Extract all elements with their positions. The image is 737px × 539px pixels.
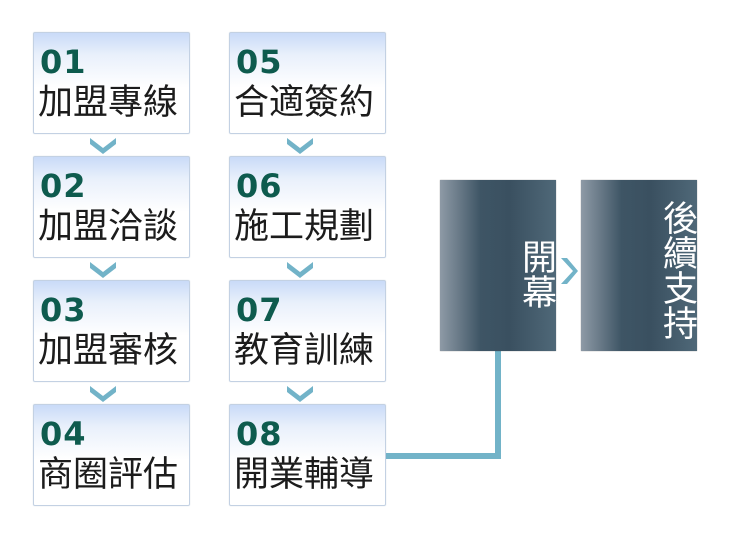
chevron-down-icon: [90, 138, 116, 154]
follow-up-support-label: 後續支持: [657, 200, 697, 340]
opening-label: 開幕: [516, 239, 556, 309]
step-label: 教育訓練: [234, 331, 375, 371]
chevron-down-icon: [90, 262, 116, 278]
step-number: 06: [236, 167, 283, 205]
step-number: 07: [236, 291, 283, 329]
step-04: 04 商圈評估: [33, 404, 190, 506]
step-05: 05 合適簽約: [229, 32, 386, 134]
step-label: 加盟審核: [38, 331, 179, 371]
step-label: 加盟洽談: [38, 207, 179, 247]
step-01: 01 加盟專線: [33, 32, 190, 134]
chevron-down-icon: [287, 386, 313, 402]
step-number: 03: [40, 291, 87, 329]
step-label: 合適簽約: [234, 83, 375, 123]
step-number: 01: [40, 43, 87, 81]
chevron-down-icon: [287, 138, 313, 154]
step-number: 08: [236, 415, 283, 453]
chevron-down-icon: [287, 262, 313, 278]
step-label: 施工規劃: [234, 207, 375, 247]
step-number: 02: [40, 167, 87, 205]
chevron-right-icon: [561, 258, 578, 284]
step-label: 商圈評估: [38, 455, 179, 495]
opening-box: 開幕: [440, 180, 556, 351]
step-label: 加盟專線: [38, 83, 179, 123]
step-03: 03 加盟審核: [33, 280, 190, 382]
step-07: 07 教育訓練: [229, 280, 386, 382]
step-02: 02 加盟洽談: [33, 156, 190, 258]
step-08: 08 開業輔導: [229, 404, 386, 506]
chevron-down-icon: [90, 386, 116, 402]
step-label: 開業輔導: [234, 455, 375, 495]
follow-up-support-box: 後續支持: [581, 180, 697, 351]
step-number: 05: [236, 43, 283, 81]
step-06: 06 施工規劃: [229, 156, 386, 258]
step-number: 04: [40, 415, 87, 453]
